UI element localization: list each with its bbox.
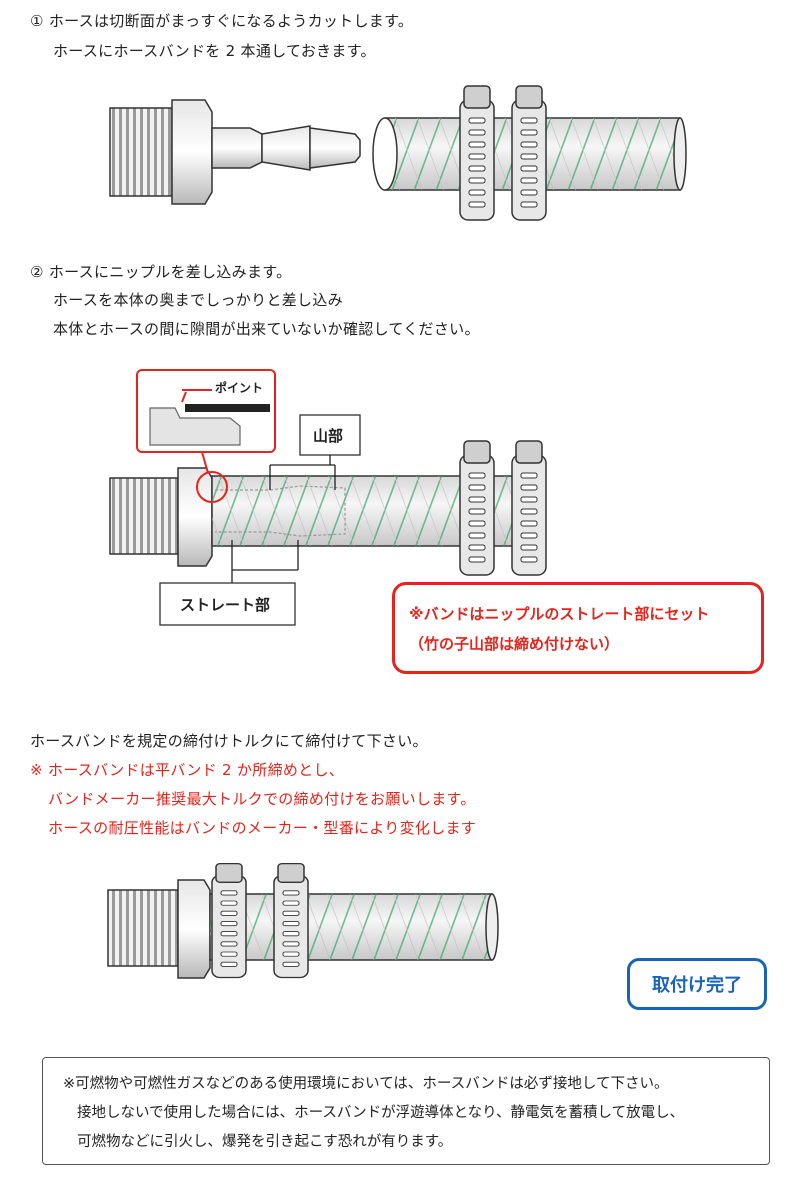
nipple-fitting-figure: [109, 99, 361, 205]
torque-note-line-3: ホースの耐圧性能はバンドのメーカー・型番により変化します: [48, 819, 477, 837]
yamabu-label: 山部: [313, 427, 343, 445]
grounding-note-box: ※可燃物や可燃性ガスなどのある使用環境においては、ホースバンドは必ず接地して下さ…: [42, 1057, 770, 1165]
torque-note-line-2: バンドメーカー推奨最大トルクでの締め付けをお願いします。: [48, 790, 476, 808]
step2-line-2: ホースを本体の奥までしっかりと差し込み: [53, 291, 343, 309]
installation-complete-badge: 取付け完了: [627, 958, 767, 1010]
point-label: ポイント: [215, 380, 263, 395]
step1-line-1: ① ホースは切断面がまっすぐになるようカットします。: [30, 12, 414, 30]
completed-assembly-figure: [107, 862, 499, 979]
warning-line-1: ※バンドはニップルのストレート部にセット: [409, 605, 710, 623]
note-line-2: 接地しないで使用した場合には、ホースバンドが浮遊導体となり、静電気を蓄積して放電…: [77, 1105, 685, 1121]
note-line-3: 可燃物などに引火し、爆発を引き起こす恐れが有ります。: [77, 1134, 453, 1150]
note-line-1: ※可燃物や可燃性ガスなどのある使用環境においては、ホースバンドは必ず接地して下さ…: [63, 1076, 669, 1092]
straight-label: ストレート部: [180, 596, 270, 614]
step2-line-1: ② ホースにニップルを差し込みます。: [30, 263, 292, 281]
warning-line-2: （竹の子山部は締め付けない）: [409, 635, 620, 653]
torque-instruction: ホースバンドを規定の締付けトルクにて締付けて下さい。: [30, 732, 428, 750]
step2-line-3: 本体とホースの間に隙間が出来ていないか確認してください。: [53, 320, 480, 338]
step1-line-2: ホースにホースバンドを 2 本通しておきます。: [53, 42, 376, 60]
insertion-figure: ポイント 山部 ストレート部: [109, 369, 547, 626]
band-placement-warning: ※バンドはニップルのストレート部にセット （竹の子山部は締め付けない）: [392, 582, 764, 674]
torque-note-line-1: ※ ホースバンドは平バンド 2 か所締めとし、: [30, 761, 345, 779]
hose-with-bands-figure: [372, 85, 687, 221]
